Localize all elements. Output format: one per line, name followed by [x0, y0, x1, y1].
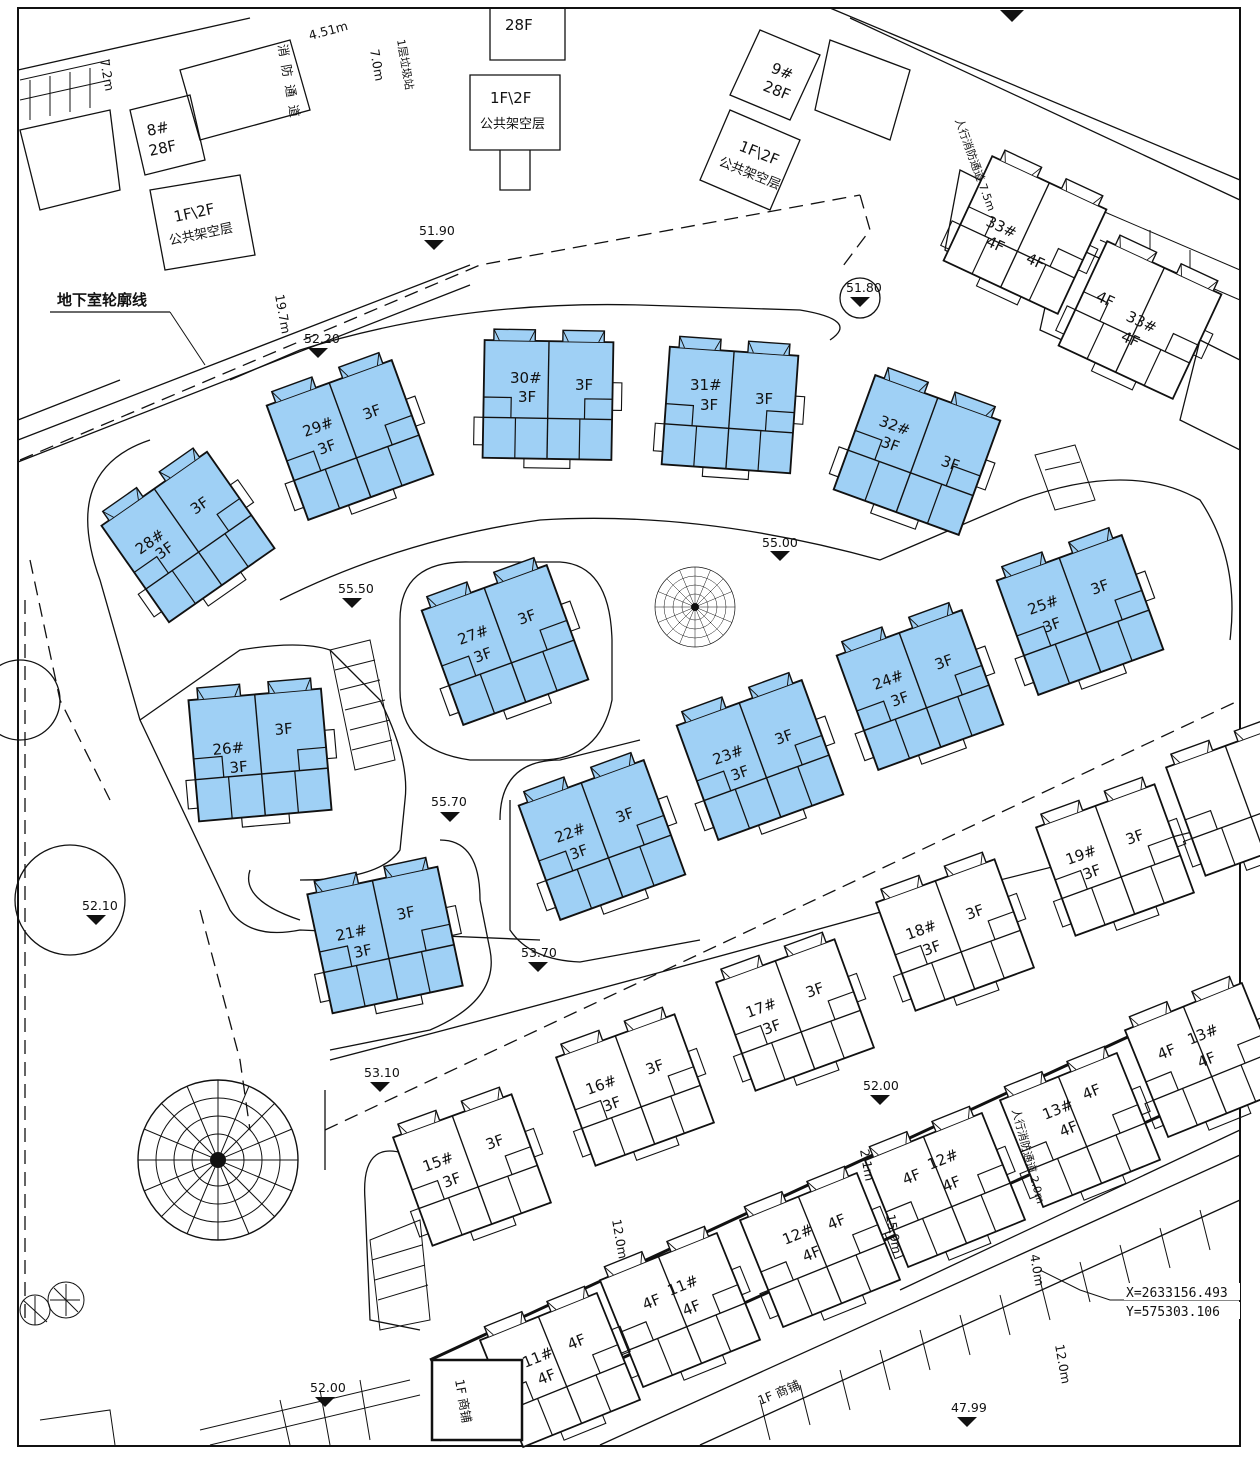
label-18-floor: 3F — [920, 937, 943, 960]
shop-block — [430, 1358, 524, 1442]
label-29-floor: 3F — [315, 436, 338, 459]
label-21-floor2: 3F — [395, 903, 417, 924]
label-26-floor: 3F — [229, 757, 249, 777]
elev-51-90: 51.90 — [419, 223, 455, 238]
label-29-floor2: 3F — [360, 401, 383, 424]
label-23-floor2: 3F — [772, 726, 795, 749]
villa-31[interactable] — [650, 334, 810, 484]
tower-8-num: 8# — [145, 118, 170, 140]
label-18-floor2: 3F — [963, 901, 986, 924]
annot-4-0m: 4.0m — [1027, 1253, 1047, 1287]
elev-55-70: 55.70 — [431, 794, 467, 809]
annot-7-2m: 7.2m — [97, 58, 117, 92]
annot-19-7m: 19.7m — [272, 293, 294, 335]
label-33-floor: 4F — [983, 232, 1007, 256]
label-33-floor2: 4F — [1023, 249, 1047, 273]
villa-30[interactable] — [472, 327, 624, 471]
elev-52-20: 52.20 — [304, 331, 340, 346]
label-30-floor2: 3F — [575, 376, 593, 394]
elev-53-10: 53.10 — [364, 1065, 400, 1080]
elevation-markers: 51.90 51.80 52.20 55.00 55.50 55.70 52.1… — [82, 10, 1024, 1427]
elev-55-00: 55.00 — [762, 535, 798, 550]
label-22-floor2: 3F — [613, 804, 636, 827]
survey-coordinates: X=2633156.493 Y=575303.106 — [1039, 1269, 1240, 1320]
basement-outline-label: 地下室轮廓线 — [57, 291, 147, 309]
label-27-floor2: 3F — [515, 606, 538, 629]
elev-52-00-a: 52.00 — [863, 1078, 899, 1093]
annot-15-9m: 15.9m — [883, 1213, 905, 1255]
label-25-floor: 3F — [1040, 614, 1063, 637]
label-22-floor: 3F — [567, 841, 590, 864]
podium-1-label: 1F\2F — [490, 89, 531, 107]
label-27-floor: 3F — [471, 644, 494, 667]
label-25-floor2: 3F — [1088, 576, 1111, 599]
label-31-floor: 3F — [700, 396, 718, 414]
label-13b-floor2: 4F — [1195, 1048, 1219, 1071]
label-11b-floor2: 4F — [565, 1330, 589, 1353]
label-19-floor2: 3F — [1123, 826, 1146, 849]
annot-2-1m: 2.1m — [857, 1148, 877, 1182]
label-12-floor2: 4F — [940, 1172, 964, 1195]
label-13-floor2: 4F — [1080, 1080, 1104, 1103]
label-23-floor: 3F — [728, 762, 751, 785]
legend: 地下室轮廓线 — [50, 291, 206, 366]
label-21-floor: 3F — [352, 941, 374, 962]
elev-52-10: 52.10 — [82, 898, 118, 913]
label-11-floor2: 4F — [680, 1296, 704, 1319]
label-15-floor2: 3F — [483, 1131, 506, 1154]
podium-1-sub: 公共架空层 — [480, 117, 545, 132]
label-11-floor: 4F — [640, 1290, 664, 1313]
coord-y: Y=575303.106 — [1126, 1305, 1220, 1320]
label-24-floor: 3F — [888, 688, 911, 711]
label-32-floor2: 3F — [939, 452, 962, 475]
elev-55-50: 55.50 — [338, 581, 374, 596]
annot-7-0m: 7.0m — [367, 48, 387, 82]
tower-top-floors: 28F — [505, 16, 533, 34]
label-30-floor: 3F — [518, 388, 536, 406]
label-17-floor2: 3F — [803, 979, 826, 1002]
label-30-num: 30# — [510, 369, 542, 387]
label-13b-floor: 4F — [1155, 1040, 1179, 1063]
label-32-floor: 3F — [879, 433, 902, 456]
label-12b-floor2: 4F — [825, 1210, 849, 1233]
label-17-floor: 3F — [760, 1016, 783, 1039]
villa-26[interactable] — [177, 675, 343, 833]
label-31-num: 31# — [690, 376, 722, 394]
coord-x: X=2633156.493 — [1126, 1286, 1228, 1301]
label-33b-floor: 4F — [1093, 287, 1117, 311]
annot-12-0m-a: 12.0m — [609, 1218, 631, 1260]
annot-12-0m-b: 12.0m — [1052, 1343, 1074, 1385]
label-26-num: 26# — [212, 738, 245, 759]
label-11b-floor: 4F — [535, 1365, 559, 1388]
label-16-floor2: 3F — [643, 1056, 666, 1079]
label-12-floor: 4F — [900, 1165, 924, 1188]
label-12b-floor: 4F — [800, 1242, 824, 1265]
label-15-floor: 3F — [440, 1169, 463, 1192]
label-31-floor2: 3F — [755, 390, 773, 408]
elev-51-80: 51.80 — [846, 280, 882, 295]
label-24-floor2: 3F — [932, 651, 955, 674]
tower-8-floors: 28F — [147, 137, 178, 160]
elev-47-99: 47.99 — [951, 1400, 987, 1415]
label-13-floor: 4F — [1057, 1117, 1081, 1140]
elev-52-00-b: 52.00 — [310, 1380, 346, 1395]
label-16-floor: 3F — [600, 1093, 623, 1116]
label-26-floor2: 3F — [274, 719, 294, 739]
label-33b-floor2: 4F — [1118, 327, 1142, 351]
elev-53-70: 53.70 — [521, 945, 557, 960]
label-19-floor: 3F — [1080, 861, 1103, 884]
